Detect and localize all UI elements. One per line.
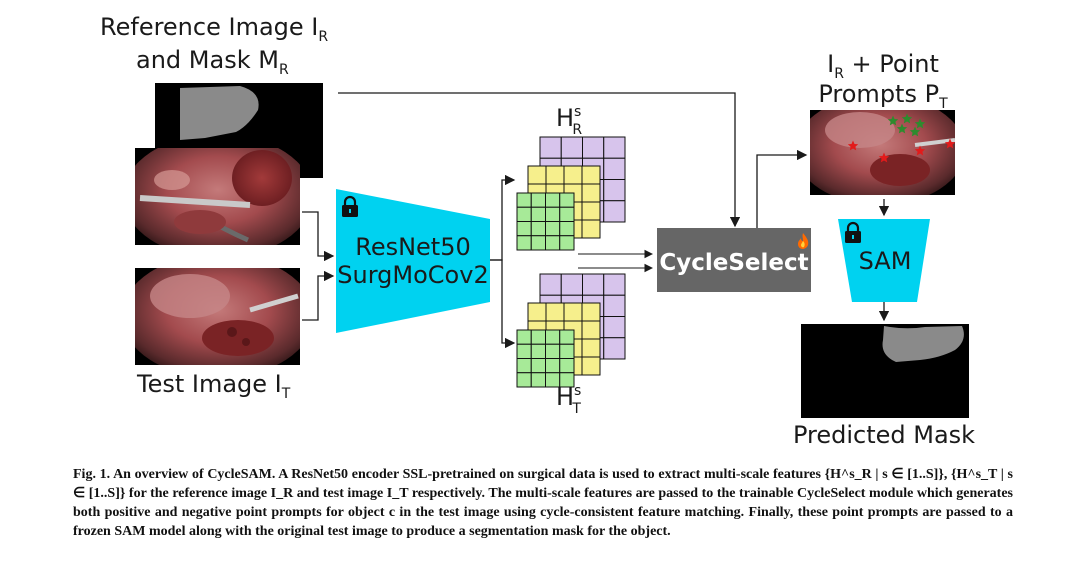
encoder-block: ResNet50 SurgMoCov2 [336,189,490,333]
input-connectors [302,211,335,321]
reference-title-line2: and Mask MR [136,46,289,78]
encoder-label-line2: SurgMoCov2 [337,261,488,289]
prompts-title-line1: IR + Point [827,50,939,82]
encoder-label-line1: ResNet50 [355,233,471,261]
star-icon [909,126,921,137]
sam-label: SAM [859,247,912,275]
star-icon [847,140,859,151]
prompts-title-line2: Prompts PT [818,80,948,112]
star-icon [944,138,956,149]
figure-caption: Fig. 1. An overview of CycleSAM. A ResNe… [73,465,1013,541]
star-icon [914,118,926,129]
feature-connectors [490,174,516,349]
feature-grid-green [516,192,575,251]
point-prompts [847,113,956,163]
caption-text: An overview of CycleSAM. A ResNet50 enco… [73,467,1013,539]
cycleselect-input-connectors [578,249,654,273]
lock-icon [845,221,861,243]
reference-to-cycleselect-connector [338,92,741,228]
prompt-image [810,110,956,195]
reference-title-line1: Reference Image IR [100,13,328,45]
sam-block: SAM [838,219,930,302]
cycleselect-label: CycleSelect [659,250,808,276]
test-feature-grids [516,273,626,388]
feature-grid-green [516,329,575,388]
predicted-mask [801,324,969,418]
reference-image [135,148,300,245]
lock-icon [342,195,358,217]
caption-fig-label: Fig. 1. [73,467,111,482]
reference-feature-grids [516,136,626,251]
cycleselect-to-prompts-connector [756,149,808,228]
star-icon [887,115,899,126]
test-image [135,268,300,365]
test-title: Test Image IT [136,370,291,402]
star-icon [914,145,926,156]
star-icon [896,123,908,134]
cycleselect-module: CycleSelect [657,228,811,292]
flame-icon [798,233,809,249]
star-icon [901,113,913,124]
star-icon [878,152,890,163]
predicted-title: Predicted Mask [793,421,975,449]
